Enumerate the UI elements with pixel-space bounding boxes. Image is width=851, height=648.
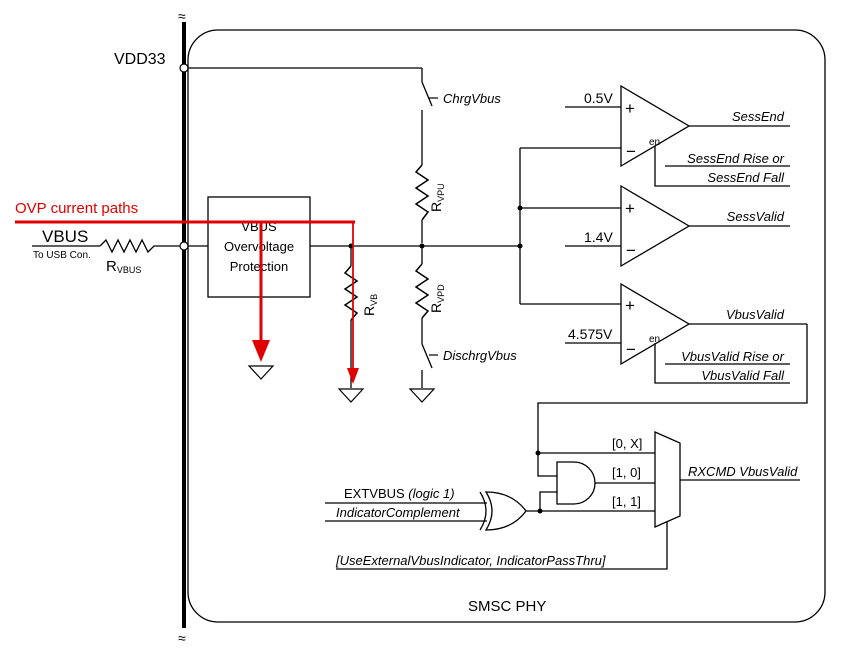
smsc-phy-label: SMSC PHY <box>468 598 546 615</box>
chrg-switch <box>421 81 433 107</box>
rvpu-label: RVPU <box>428 183 446 212</box>
vbusvalid-fall-label: VbusValid Fall <box>701 368 785 383</box>
comp3-en: en <box>649 334 660 345</box>
sessend-label: SessEnd <box>732 109 785 124</box>
phy-boundary <box>187 29 826 623</box>
ovp-path-arrow-ovp <box>252 340 270 362</box>
to-usb-label: To USB Con. <box>33 250 91 261</box>
use-external-label: [UseExternalVbusIndicator, IndicatorPass… <box>335 553 606 568</box>
sessend-rise-label: SessEnd Rise or <box>687 151 784 166</box>
ref-4-575v: 4.575V <box>568 326 613 342</box>
vdd33-node <box>179 63 189 73</box>
rvpu-resistor <box>414 164 430 221</box>
comparator-sessvalid <box>620 184 691 268</box>
mux-in-11: [1, 1] <box>612 494 641 509</box>
comp3-en-wire <box>654 343 790 384</box>
ref-1-4v: 1.4V <box>584 229 613 245</box>
sessvalid-label: SessValid <box>727 209 785 224</box>
rvpd-label: RVPD <box>428 284 446 313</box>
ovp-line2: Overvoltage <box>224 239 294 254</box>
dischrg-ground <box>408 388 436 403</box>
comp1-en-wire <box>654 146 790 187</box>
vbusvalid-rise-label: VbusValid Rise or <box>681 349 785 364</box>
comp1-plus: + <box>625 99 635 118</box>
rvb-ground <box>337 388 365 403</box>
vbusvalid-to-mux <box>537 324 808 454</box>
dischrg-vbus-label: DischrgVbus <box>443 348 517 363</box>
and-gate <box>556 461 596 505</box>
comp1-minus: − <box>626 142 636 161</box>
vbus-label: VBUS <box>42 227 88 246</box>
comp2-minus: − <box>626 241 636 260</box>
mux-in-0x: [0, X] <box>612 436 642 451</box>
ovp-paths-label: OVP current paths <box>15 200 138 217</box>
ovp-path-arrow-rvb <box>347 368 359 384</box>
rvbus-resistor <box>99 238 180 254</box>
mux <box>654 431 681 528</box>
and-input-a <box>537 453 557 477</box>
comp1-en: en <box>649 137 660 148</box>
feed-junction <box>517 205 523 211</box>
rvb-resistor <box>343 265 359 321</box>
sessend-fall-label: SessEnd Fall <box>707 170 785 185</box>
rvpd-resistor <box>414 263 430 319</box>
mux-select-wire <box>336 522 668 570</box>
indicator-complement-label: IndicatorComplement <box>336 505 461 520</box>
xor-to-and <box>539 491 557 511</box>
extvbus-label: EXTVBUS (logic 1) <box>344 486 455 501</box>
dischrg-switch <box>421 343 433 369</box>
comp2-plus: + <box>625 199 635 218</box>
comp3-plus: + <box>625 296 635 315</box>
top-break-mark: ≈ <box>178 8 186 24</box>
ovp-line3: Protection <box>230 259 289 274</box>
vbusvalid-label: VbusValid <box>726 307 785 322</box>
xor-gate <box>484 491 527 531</box>
bottom-break-mark: ≈ <box>178 630 186 646</box>
xor-back-curve <box>479 491 487 531</box>
rvb-label: RVB <box>361 294 379 316</box>
vdd33-label: VDD33 <box>114 51 166 68</box>
rvbus-label: RVBUS <box>106 258 141 275</box>
chrg-vbus-label: ChrgVbus <box>443 91 501 106</box>
ovp-block <box>207 196 311 298</box>
rxcmd-label: RXCMD VbusValid <box>688 464 798 479</box>
ovp-ground <box>247 365 275 380</box>
ref-0-5v: 0.5V <box>584 90 613 106</box>
comp3-minus: − <box>626 340 636 359</box>
mux-in-10: [1, 0] <box>612 465 641 480</box>
vbus-node <box>179 241 189 251</box>
